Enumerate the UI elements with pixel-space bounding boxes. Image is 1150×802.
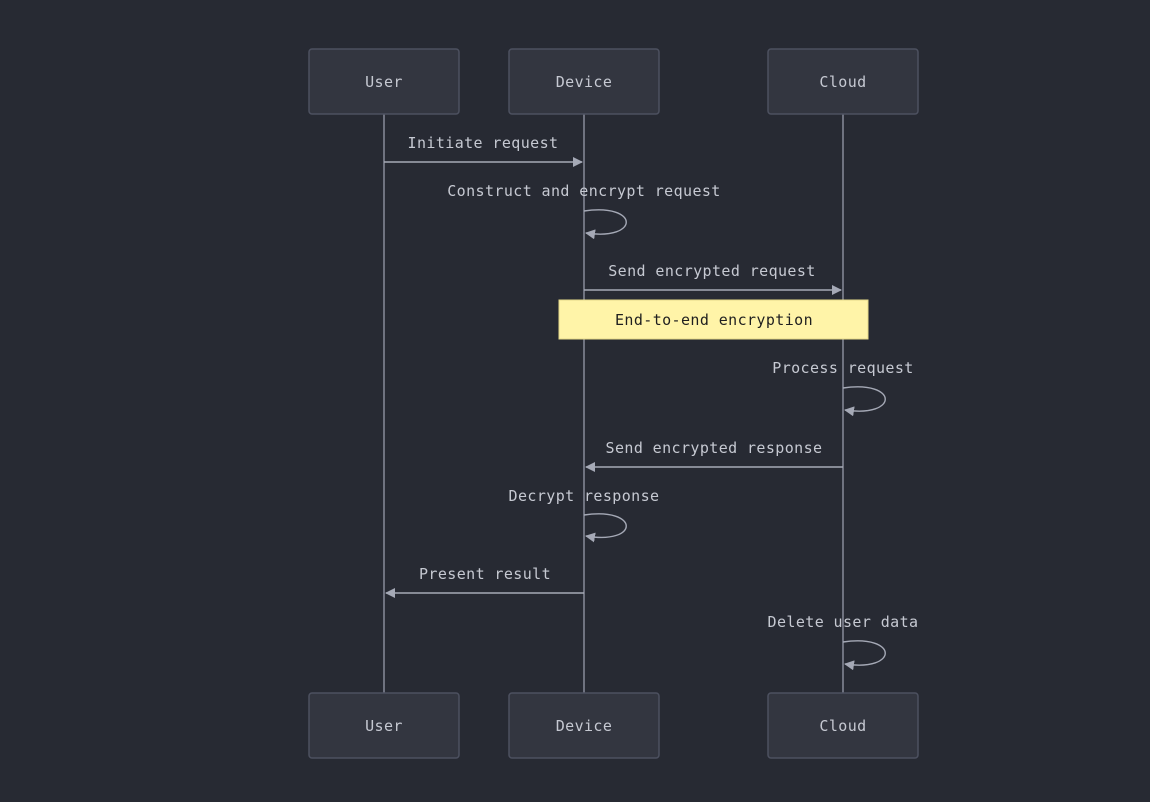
message-label: Delete user data [768, 613, 919, 631]
message-label: Send encrypted request [608, 262, 815, 280]
participant-device-top: Device [508, 48, 660, 115]
message-present-result: Present result [385, 565, 584, 598]
participant-cloud-bottom: Cloud [767, 692, 919, 759]
participant-user-bottom: User [308, 692, 460, 759]
note-text: End-to-end encryption [615, 311, 813, 329]
note-end-to-end-encryption: End-to-end encryption [558, 299, 869, 340]
participant-label: Device [556, 717, 613, 735]
participant-user-top: User [308, 48, 460, 115]
message-send-encrypted-response: Send encrypted response [585, 439, 843, 472]
participant-label: Cloud [819, 717, 866, 735]
participant-label: Device [556, 73, 613, 91]
message-label: Construct and encrypt request [447, 182, 721, 200]
message-label: Decrypt response [509, 487, 660, 505]
self-loop-arrow [842, 386, 886, 417]
message-send-encrypted-request: Send encrypted request [584, 262, 842, 295]
message-delete-user-data: Delete user data [768, 613, 919, 671]
message-label: Process request [772, 359, 913, 377]
message-process-request: Process request [772, 359, 913, 417]
message-decrypt-response: Decrypt response [509, 487, 660, 543]
self-loop-arrow [842, 640, 886, 671]
self-loop-arrow [583, 513, 627, 543]
participant-cloud-top: Cloud [767, 48, 919, 115]
participant-label: User [365, 73, 403, 91]
participant-device-bottom: Device [508, 692, 660, 759]
participant-label: User [365, 717, 403, 735]
message-construct-encrypt: Construct and encrypt request [447, 182, 721, 240]
participant-label: Cloud [819, 73, 866, 91]
message-label: Send encrypted response [606, 439, 823, 457]
message-label: Present result [419, 565, 551, 583]
self-loop-arrow [583, 209, 627, 240]
message-label: Initiate request [408, 134, 559, 152]
message-initiate-request: Initiate request [384, 134, 583, 167]
